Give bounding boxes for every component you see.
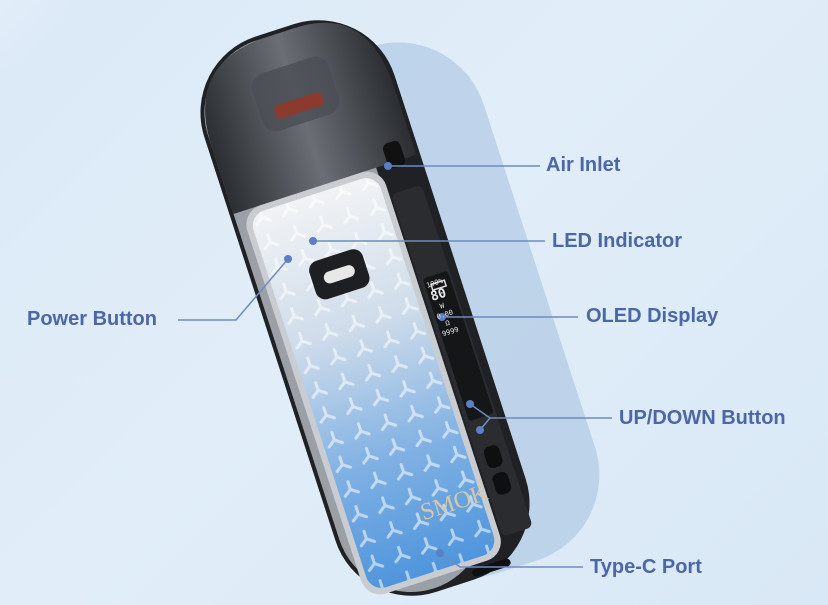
leader-lines bbox=[178, 165, 612, 568]
up-button[interactable] bbox=[482, 444, 504, 470]
label-up-down-button: UP/DOWN Button bbox=[619, 407, 786, 429]
label-type-c-port: Type-C Port bbox=[590, 556, 702, 578]
label-oled-display: OLED Display bbox=[586, 305, 719, 327]
leader-dots bbox=[284, 162, 484, 557]
label-air-inlet: Air Inlet bbox=[546, 154, 621, 176]
down-button[interactable] bbox=[491, 470, 513, 496]
label-power-button: Power Button bbox=[27, 308, 157, 330]
background-glow bbox=[0, 0, 110, 110]
oled-display bbox=[423, 271, 494, 421]
led-indicator bbox=[323, 265, 355, 284]
label-led-indicator: LED Indicator bbox=[552, 230, 683, 252]
vape-device: SMOK bbox=[200, 20, 532, 596]
leader-power-button bbox=[178, 258, 289, 321]
leader-type-c-port bbox=[439, 552, 583, 568]
air-inlet bbox=[382, 140, 406, 169]
